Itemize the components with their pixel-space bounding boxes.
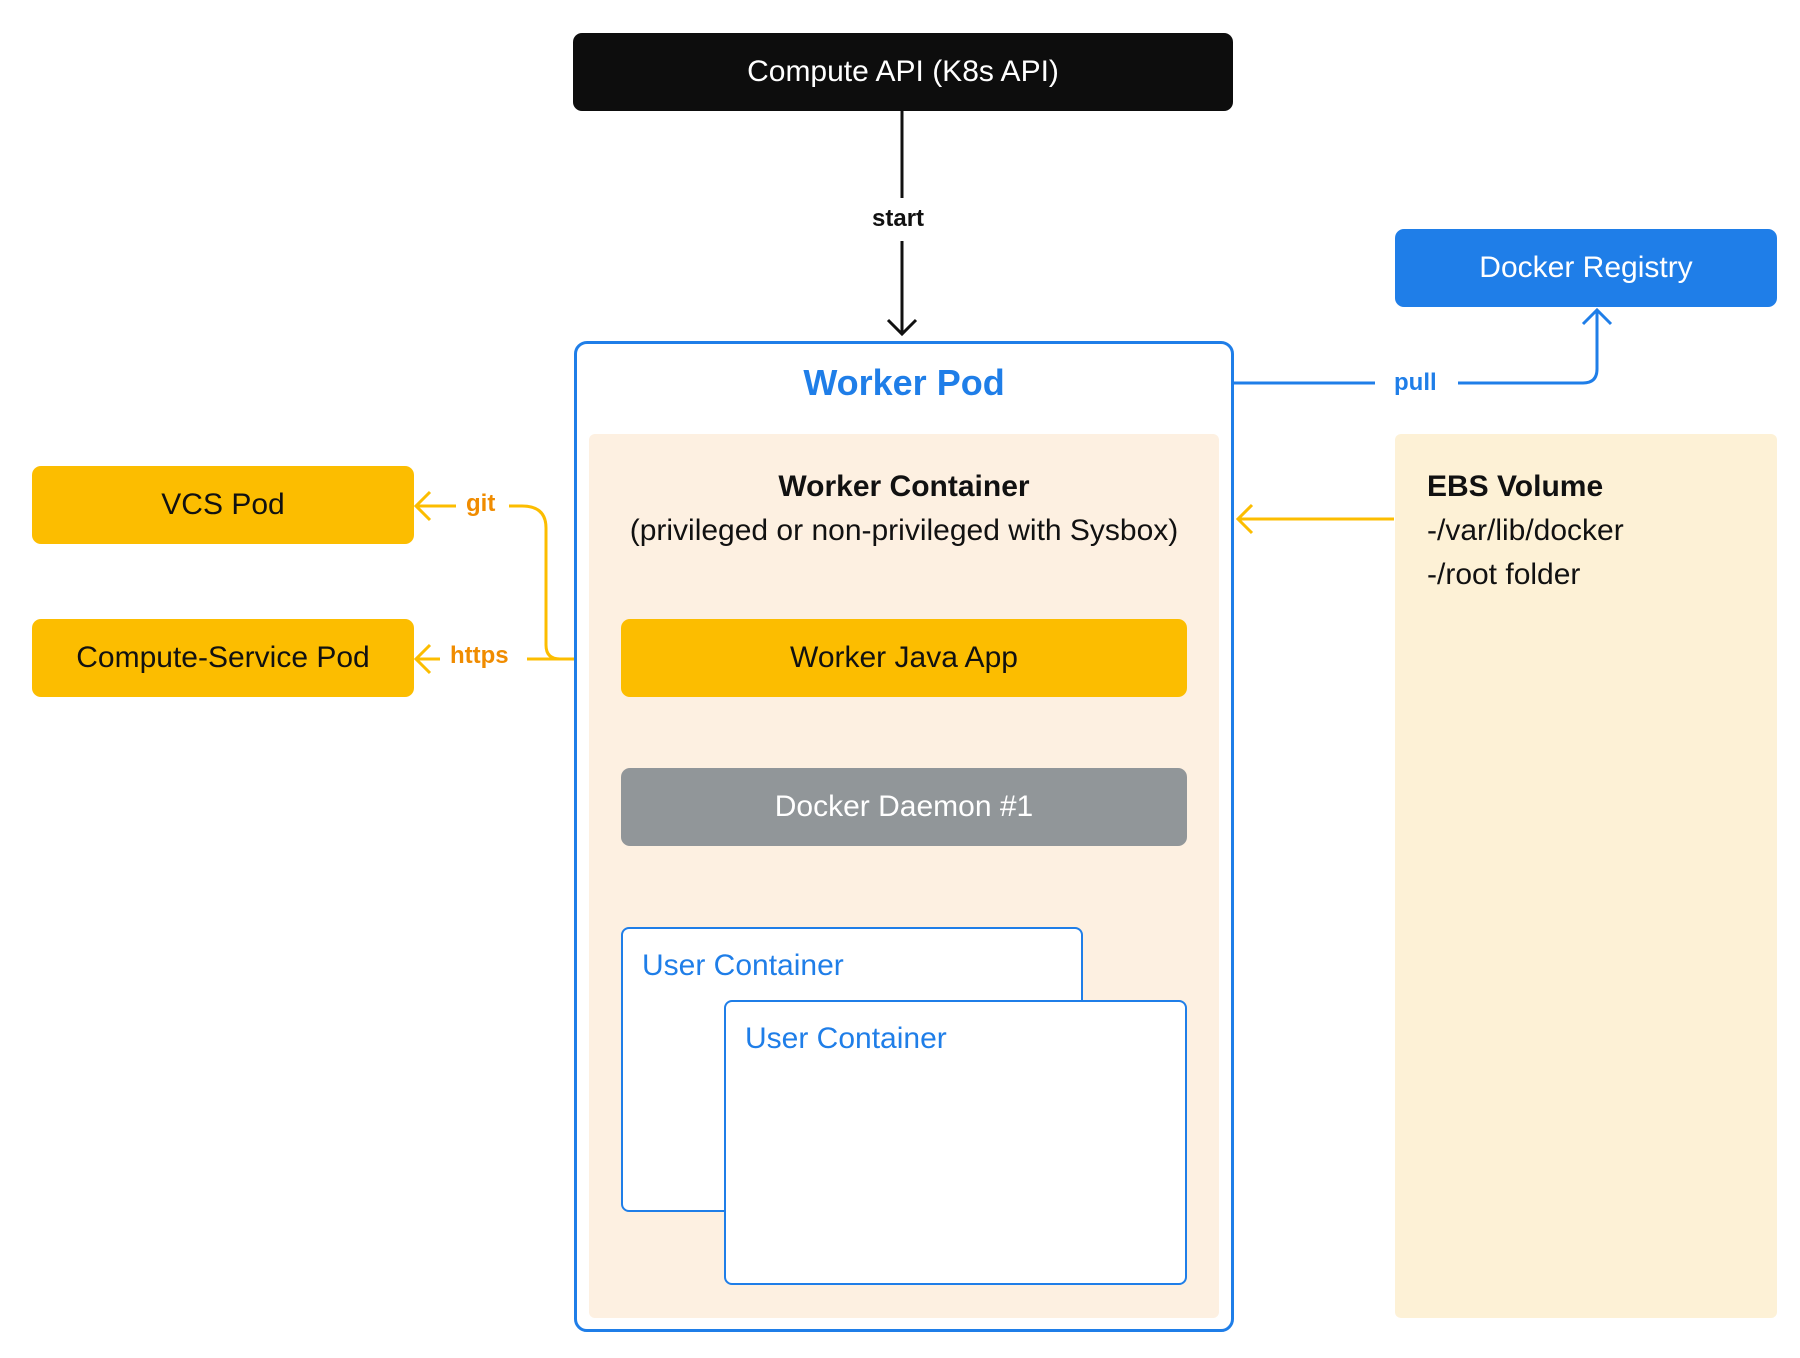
ebs-mount-arrowhead bbox=[1235, 503, 1254, 535]
docker-daemon: Docker Daemon #1 bbox=[621, 768, 1187, 846]
ebs-volume-title: EBS Volume bbox=[1427, 470, 1604, 503]
user-container-label: User Container bbox=[642, 949, 844, 982]
docker-daemon-label: Docker Daemon #1 bbox=[774, 790, 1034, 823]
compute-service-pod: Compute-Service Pod bbox=[32, 619, 414, 697]
start-edge-label: start bbox=[868, 207, 929, 231]
compute-service-pod-label: Compute-Service Pod bbox=[76, 641, 370, 674]
worker-container-title: Worker Container bbox=[778, 470, 1030, 503]
ebs-volume-path: -/root folder bbox=[1427, 558, 1581, 591]
worker-container-subtitle: (privileged or non-privileged with Sysbo… bbox=[629, 514, 1179, 547]
worker-java-app: Worker Java App bbox=[621, 619, 1187, 697]
https-edge-label: https bbox=[446, 644, 513, 668]
pull-arrow-line bbox=[1458, 310, 1599, 385]
pull-arrowhead bbox=[1581, 307, 1613, 326]
pull-edge-label: pull bbox=[1390, 371, 1441, 395]
ebs-volume-path: -/var/lib/docker bbox=[1427, 514, 1624, 547]
user-container-label: User Container bbox=[745, 1022, 947, 1055]
git-arrowhead bbox=[413, 490, 432, 522]
docker-registry-label: Docker Registry bbox=[1479, 251, 1693, 284]
start-arrowhead bbox=[886, 318, 918, 337]
ebs-volume: EBS Volume -/var/lib/docker -/root folde… bbox=[1395, 434, 1777, 1318]
https-arrowhead bbox=[413, 643, 432, 675]
docker-registry: Docker Registry bbox=[1395, 229, 1777, 307]
compute-api-label: Compute API (K8s API) bbox=[747, 55, 1059, 88]
compute-api-box: Compute API (K8s API) bbox=[573, 33, 1233, 111]
worker-java-app-label: Worker Java App bbox=[790, 641, 1018, 674]
vcs-pod: VCS Pod bbox=[32, 466, 414, 544]
vcs-pod-label: VCS Pod bbox=[161, 488, 285, 521]
user-container-front: User Container bbox=[724, 1000, 1187, 1285]
git-edge-label: git bbox=[462, 492, 500, 516]
worker-pod-title: Worker Pod bbox=[803, 362, 1005, 403]
